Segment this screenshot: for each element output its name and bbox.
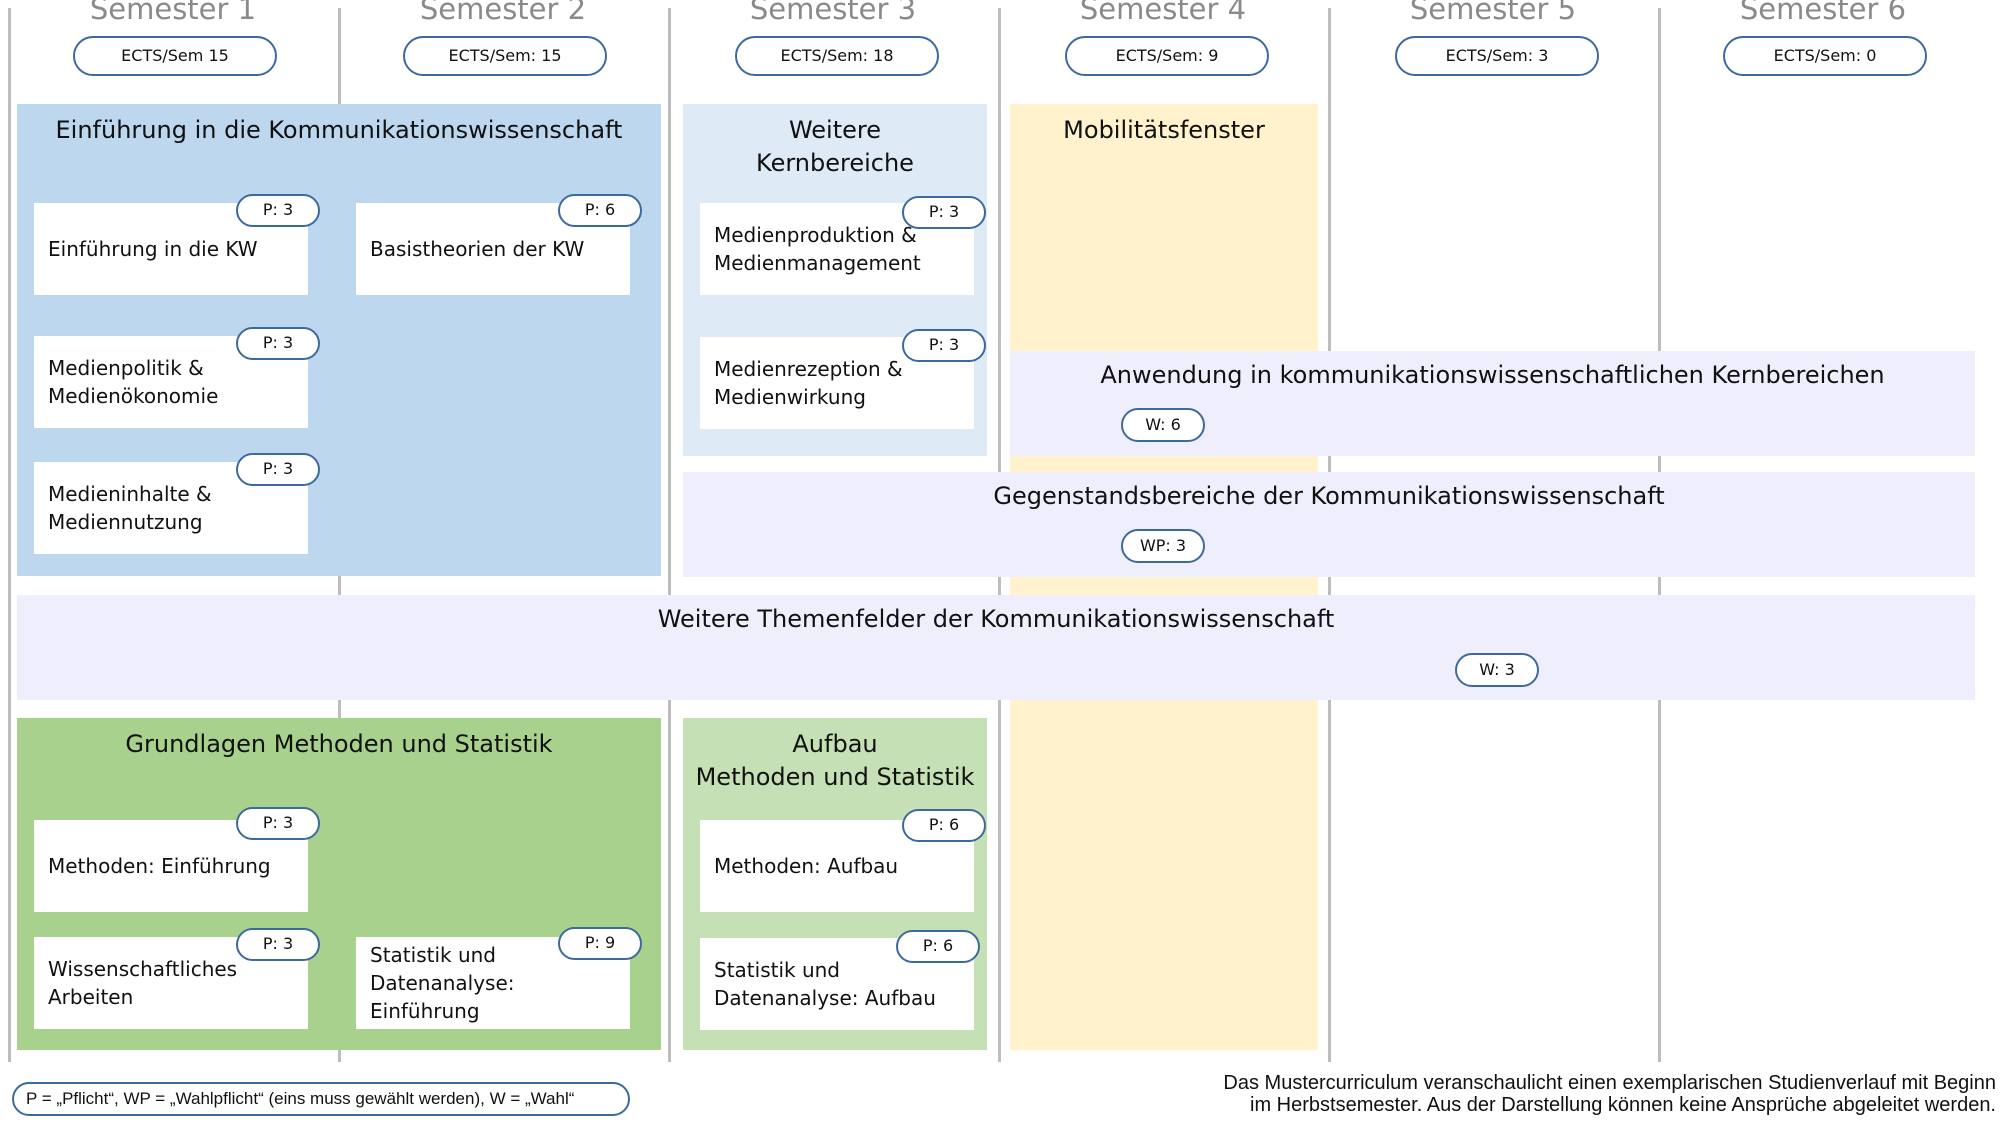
credits-badge: P: 3 bbox=[902, 196, 986, 229]
column-divider bbox=[8, 8, 11, 1062]
semester-5-title: Semester 5 bbox=[1409, 0, 1577, 26]
semester-6-title: Semester 6 bbox=[1739, 0, 1907, 26]
semester-1-title: Semester 1 bbox=[89, 0, 257, 26]
credits-badge: P: 3 bbox=[236, 453, 320, 486]
module-card[interactable]: Methoden: Aufbau bbox=[700, 820, 974, 912]
credits-badge: W: 6 bbox=[1121, 408, 1205, 442]
aufbau-title: Aufbau Methoden und Statistik bbox=[695, 730, 975, 792]
gegenstand-title: Gegenstandsbereiche der Kommunikationswi… bbox=[993, 482, 1665, 510]
grundlagen-title: Grundlagen Methoden und Statistik bbox=[125, 730, 553, 758]
module-card[interactable]: Methoden: Einführung bbox=[34, 820, 308, 912]
themenfelder-title: Weitere Themenfelder der Kommunikationsw… bbox=[657, 605, 1335, 633]
semester-4-title: Semester 4 bbox=[1079, 0, 1247, 26]
semester-4-ects-badge: ECTS/Sem: 9 bbox=[1065, 36, 1269, 76]
module-card[interactable]: Einführung in die KW bbox=[34, 203, 308, 295]
credits-badge: W: 3 bbox=[1455, 653, 1539, 687]
semester-1-ects-badge: ECTS/Sem 15 bbox=[73, 36, 277, 76]
semester-2-ects-badge: ECTS/Sem: 15 bbox=[403, 36, 607, 76]
semester-3-ects-badge: ECTS/Sem: 18 bbox=[735, 36, 939, 76]
credits-badge: P: 3 bbox=[236, 327, 320, 360]
einfuehrung-title: Einführung in die Kommunikationswissensc… bbox=[55, 116, 623, 144]
disclaimer-note: Das Mustercurriculum veranschaulicht ein… bbox=[1223, 1072, 1996, 1116]
credits-badge: P: 3 bbox=[236, 928, 320, 961]
semester-2-title: Semester 2 bbox=[419, 0, 587, 26]
credits-badge: P: 6 bbox=[896, 930, 980, 963]
legend-box: P = „Pflicht“, WP = „Wahlpflicht“ (eins … bbox=[12, 1082, 630, 1116]
themenfelder-block: Weitere Themenfelder der Kommunikationsw… bbox=[17, 595, 1975, 700]
semester-6-ects-badge: ECTS/Sem: 0 bbox=[1723, 36, 1927, 76]
kernbereiche-title: Weitere Kernbereiche bbox=[756, 116, 914, 178]
credits-badge: P: 6 bbox=[558, 194, 642, 227]
anwendung-title: Anwendung in kommunikationswissenschaftl… bbox=[1100, 361, 1885, 389]
credits-badge: P: 3 bbox=[236, 194, 320, 227]
credits-badge: P: 3 bbox=[236, 807, 320, 840]
mobilitaetsfenster-title: Mobilitätsfenster bbox=[1063, 116, 1265, 144]
mobilitaetsfenster-block: Mobilitätsfenster bbox=[1010, 104, 1318, 1050]
module-card[interactable]: Statistik und Datenanalyse: Aufbau bbox=[700, 938, 974, 1030]
semester-3-title: Semester 3 bbox=[749, 0, 917, 26]
credits-badge: P: 3 bbox=[902, 329, 986, 362]
semester-5-ects-badge: ECTS/Sem: 3 bbox=[1395, 36, 1599, 76]
credits-badge: P: 6 bbox=[902, 809, 986, 842]
gegenstand-block: Gegenstandsbereiche der Kommunikationswi… bbox=[683, 472, 1975, 577]
module-card[interactable]: Medienrezeption & Medienwirkung bbox=[700, 337, 974, 429]
credits-badge: WP: 3 bbox=[1121, 529, 1205, 563]
credits-badge: P: 9 bbox=[558, 927, 642, 960]
column-divider bbox=[668, 8, 671, 1062]
